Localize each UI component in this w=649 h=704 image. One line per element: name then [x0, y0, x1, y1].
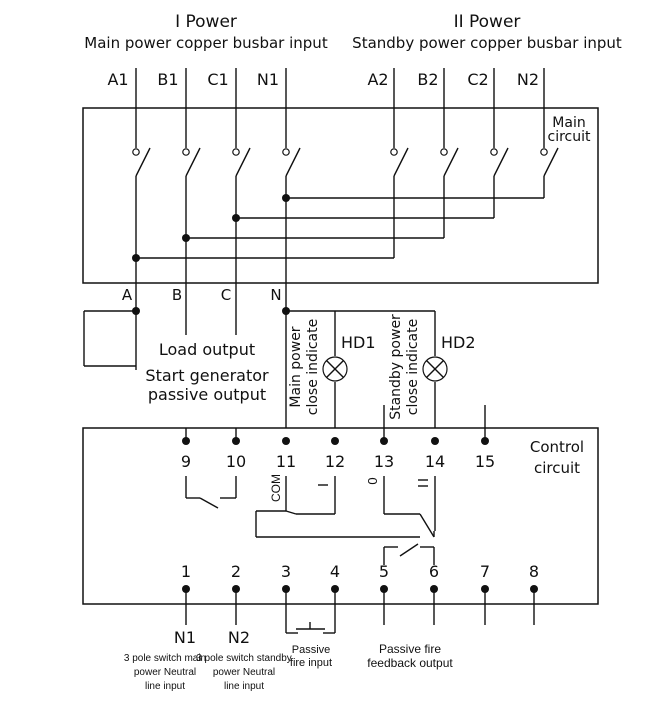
top-terminal-dots — [182, 437, 489, 445]
indicator-relay-wiring — [255, 476, 436, 538]
fire-feedback-2: feedback output — [367, 656, 453, 670]
control-circuit-label-2: circuit — [534, 459, 580, 477]
source-2-subtitle: Standby power copper busbar input — [352, 34, 622, 52]
load-terminal-n: N — [270, 286, 281, 304]
n2-desc-3: line input — [224, 681, 264, 692]
terminal-b1: B1 — [157, 70, 178, 89]
load-output-label: Load output — [159, 340, 255, 359]
hd2-caption-2: close indicate — [405, 319, 421, 415]
main-circuit-label-2: circuit — [548, 129, 591, 145]
standby-power-wires — [136, 68, 559, 259]
source-2-title: II Power — [454, 12, 521, 32]
terminal-3: 3 — [281, 562, 291, 581]
terminal-14: 14 — [425, 452, 445, 471]
terminal-15: 15 — [475, 452, 495, 471]
n2-desc-2: power Neutral — [213, 667, 275, 678]
hd1-indicator-circuit — [286, 310, 436, 428]
terminal-5: 5 — [379, 562, 389, 581]
terminal-12: 12 — [325, 452, 345, 471]
n2-desc-1: 3 pole switch standby — [196, 653, 292, 664]
terminal-b2: B2 — [417, 70, 438, 89]
terminal-9: 9 — [181, 452, 191, 471]
terminal-4: 4 — [330, 562, 340, 581]
load-terminal-b: B — [172, 286, 182, 304]
standby-switch-contacts — [390, 148, 548, 156]
load-terminal-c: C — [221, 286, 231, 304]
source-1-title: I Power — [175, 12, 237, 32]
hd2-label: HD2 — [441, 333, 476, 352]
bottom-external-wires — [185, 589, 535, 634]
terminal-8: 8 — [529, 562, 539, 581]
main-circuit-label-1: Main — [552, 115, 585, 131]
main-circuit-box — [82, 107, 599, 284]
hd2-caption-1: Standby power — [388, 314, 404, 420]
n1-desc-1: 3 pole switch main — [124, 653, 206, 664]
terminal-10: 10 — [226, 452, 246, 471]
generator-relay-contact — [185, 476, 237, 509]
control-circuit-label-1: Control — [530, 438, 584, 456]
main-switch-contacts — [132, 148, 290, 156]
hd1-caption-1: Main power — [288, 326, 304, 407]
fire-input-1: Passive — [292, 644, 331, 656]
start-generator-label-2: passive output — [148, 385, 266, 404]
terminal-2: 2 — [231, 562, 241, 581]
control-circuit-box — [82, 427, 599, 605]
n1-desc-2: power Neutral — [134, 667, 196, 678]
fire-feedback-1: Passive fire — [379, 642, 441, 656]
controller-power-loop — [83, 310, 136, 367]
fire-input-2: fire input — [290, 657, 332, 669]
mark-zero: 0 — [365, 477, 380, 484]
terminal-6: 6 — [429, 562, 439, 581]
hd1-lamp-icon — [322, 356, 348, 382]
terminal-7: 7 — [480, 562, 490, 581]
junction-dots — [132, 194, 290, 315]
hd1-label: HD1 — [341, 333, 376, 352]
n1-desc-3: line input — [145, 681, 185, 692]
terminal-1: 1 — [181, 562, 191, 581]
load-terminal-a: A — [122, 286, 133, 304]
terminal-13: 13 — [374, 452, 394, 471]
bottom-label-n1: N1 — [174, 628, 196, 647]
terminal-n2: N2 — [517, 70, 539, 89]
terminal-n1: N1 — [257, 70, 279, 89]
terminal-c2: C2 — [467, 70, 488, 89]
com-mark: COM — [269, 474, 283, 502]
hd2-lamp-icon — [422, 356, 448, 382]
terminal-11: 11 — [276, 452, 296, 471]
terminal-a2: A2 — [367, 70, 388, 89]
terminal-a1: A1 — [107, 70, 128, 89]
source-1-subtitle: Main power copper busbar input — [84, 34, 328, 52]
bottom-label-n2: N2 — [228, 628, 250, 647]
fire-feedback-contact — [383, 543, 435, 565]
hd1-caption-2: close indicate — [305, 319, 321, 415]
terminal-c1: C1 — [207, 70, 228, 89]
start-generator-label-1: Start generator — [145, 366, 269, 385]
